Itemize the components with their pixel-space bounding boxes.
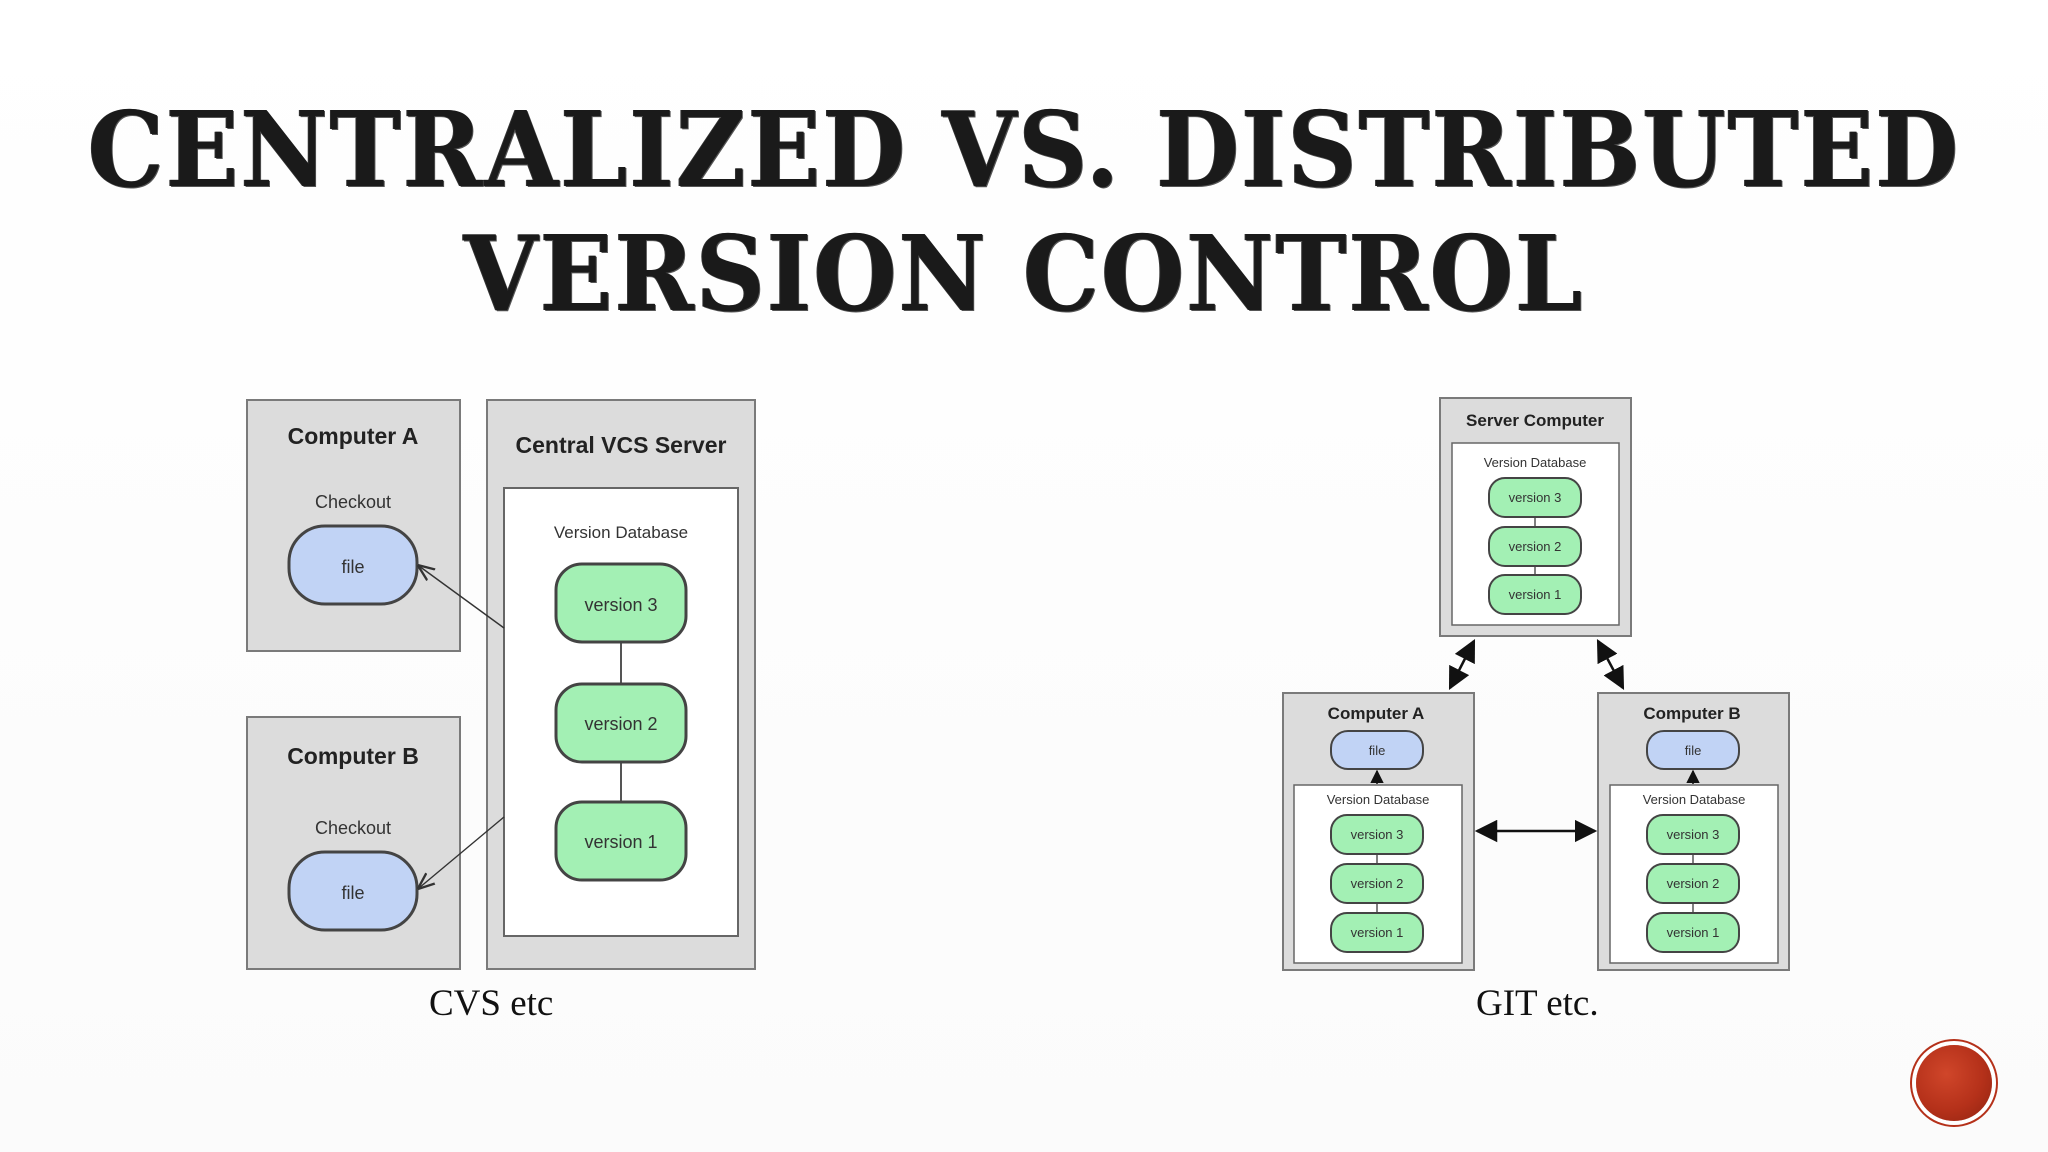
cvs-version-3 bbox=[554, 562, 688, 644]
dvcs-computer-a-file bbox=[1330, 730, 1424, 770]
dvcs-computer-b-file bbox=[1646, 730, 1740, 770]
dvcs-computer-b-version-2-label: version 2 bbox=[1667, 876, 1720, 891]
dvcs-computer-a-db-label: Version Database bbox=[1327, 792, 1430, 807]
dvcs-sync-arrow-server-b bbox=[1596, 639, 1625, 690]
centralized-diagram: Computer A Checkout file Computer B Chec… bbox=[246, 399, 756, 970]
dvcs-server-db-label: Version Database bbox=[1484, 455, 1587, 470]
cvs-arrow-to-computer-b bbox=[419, 816, 505, 888]
cvs-version-3-label: version 3 bbox=[584, 595, 657, 615]
cvs-computer-a-box bbox=[246, 399, 461, 652]
dvcs-server-version-2 bbox=[1488, 526, 1582, 567]
title-line-1: CENTRALIZED VS. DISTRIBUTED bbox=[87, 88, 1961, 211]
dvcs-computer-a-version-1-label: version 1 bbox=[1351, 925, 1404, 940]
distributed-diagram: Server Computer Version Database version… bbox=[1282, 397, 1790, 971]
dvcs-server-version-1-label: version 1 bbox=[1509, 587, 1562, 602]
dvcs-computer-b-db-label: Version Database bbox=[1643, 792, 1746, 807]
dvcs-computer-a-version-1 bbox=[1330, 912, 1424, 953]
dvcs-computer-a-version-2 bbox=[1330, 863, 1424, 904]
cvs-version-1 bbox=[554, 800, 688, 882]
dvcs-server-label: Server Computer bbox=[1466, 411, 1604, 430]
cvs-caption: CVS etc bbox=[429, 983, 554, 1024]
cvs-computer-a-checkout: Checkout bbox=[315, 492, 391, 512]
dvcs-computer-b-label: Computer B bbox=[1643, 704, 1740, 723]
dvcs-server-version-2-label: version 2 bbox=[1509, 539, 1562, 554]
cvs-version-2-label: version 2 bbox=[584, 714, 657, 734]
dvcs-computer-b-version-1-label: version 1 bbox=[1667, 925, 1720, 940]
dvcs-server-version-3 bbox=[1488, 477, 1582, 518]
dvcs-computer-b-version-2 bbox=[1646, 863, 1740, 904]
git-caption: GIT etc. bbox=[1476, 983, 1599, 1024]
dvcs-server-version-1 bbox=[1488, 574, 1582, 615]
cvs-version-2 bbox=[554, 682, 688, 764]
dvcs-computer-b-file-label: file bbox=[1685, 743, 1702, 758]
cvs-arrow-to-computer-a bbox=[419, 566, 505, 629]
dvcs-computer-b-version-3-label: version 3 bbox=[1667, 827, 1720, 842]
cvs-computer-a-file-label: file bbox=[341, 557, 364, 577]
dvcs-sync-arrow-server-a bbox=[1448, 638, 1476, 691]
slide-number-badge bbox=[1916, 1045, 1992, 1121]
dvcs-computer-a-file-label: file bbox=[1369, 743, 1386, 758]
cvs-version-database-label: Version Database bbox=[554, 523, 688, 542]
dvcs-computer-b-version-1 bbox=[1646, 912, 1740, 953]
slide-title: CENTRALIZED VS. DISTRIBUTED VERSION CONT… bbox=[82, 88, 1966, 336]
cvs-computer-b-checkout: Checkout bbox=[315, 818, 391, 838]
dvcs-computer-a-label: Computer A bbox=[1328, 704, 1425, 723]
dvcs-computer-a-version-3 bbox=[1330, 814, 1424, 855]
dvcs-computer-a-version-2-label: version 2 bbox=[1351, 876, 1404, 891]
dvcs-computer-b-version-3 bbox=[1646, 814, 1740, 855]
dvcs-computer-a-version-3-label: version 3 bbox=[1351, 827, 1404, 842]
cvs-computer-a-label: Computer A bbox=[288, 423, 419, 449]
cvs-computer-b-file-label: file bbox=[341, 883, 364, 903]
cvs-version-1-label: version 1 bbox=[584, 832, 657, 852]
cvs-computer-b-label: Computer B bbox=[287, 743, 419, 769]
dvcs-server-version-3-label: version 3 bbox=[1509, 490, 1562, 505]
cvs-server-label: Central VCS Server bbox=[516, 432, 727, 458]
title-line-2: VERSION CONTROL bbox=[463, 212, 1585, 335]
